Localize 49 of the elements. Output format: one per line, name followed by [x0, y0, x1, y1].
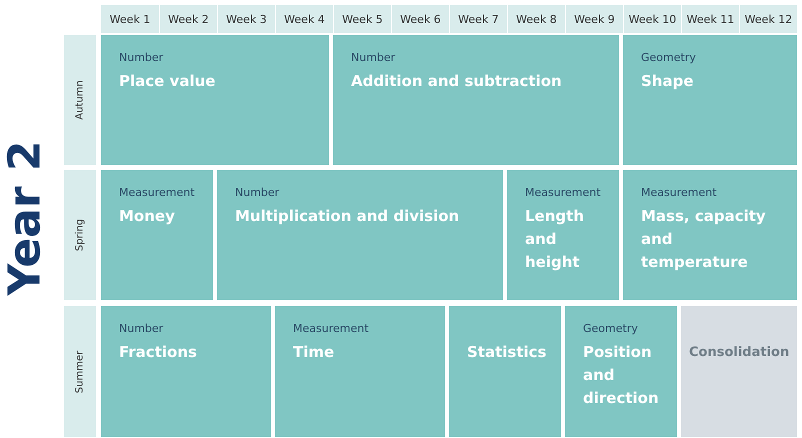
topic-block	[101, 170, 213, 300]
topic-block	[623, 35, 797, 165]
week-header: Week 5	[334, 5, 391, 33]
week-header: Week 9	[566, 5, 623, 33]
strand-label: Number	[235, 186, 280, 199]
term-label: Autumn	[74, 80, 86, 120]
strand-label: Measurement	[293, 322, 370, 335]
week-header: Week 12	[740, 5, 797, 33]
strand-label: Geometry	[641, 51, 697, 64]
week-header: Week 10	[624, 5, 681, 33]
topic-block	[623, 170, 797, 300]
week-header: Week 8	[508, 5, 565, 33]
week-header: Week 2	[160, 5, 217, 33]
term-label: Summer	[74, 350, 86, 393]
strand-label: Measurement	[525, 186, 601, 199]
topic-name: Money	[119, 206, 176, 227]
topic-name: Position and direction	[583, 342, 659, 409]
strand-label: Number	[119, 322, 164, 335]
topic-name: Mass, capacity and temperature	[641, 206, 767, 273]
topic-block	[449, 306, 561, 437]
topic-name: Consolidation	[689, 344, 789, 362]
topic-name: Fractions	[119, 342, 198, 363]
topic-block	[507, 170, 619, 300]
topic-block	[333, 35, 619, 165]
week-header: Week 1	[101, 5, 159, 33]
topic-block	[101, 35, 329, 165]
week-header: Week 4	[276, 5, 333, 33]
strand-label: Measurement	[119, 186, 195, 199]
topic-name: Multiplication and division	[235, 206, 460, 227]
topic-name: Addition and subtraction	[351, 71, 563, 92]
strand-label: Measurement	[641, 186, 718, 199]
term-label: Spring	[74, 218, 86, 252]
strand-label: Geometry	[583, 322, 639, 335]
strand-label: Number	[119, 51, 164, 64]
week-header: Week 3	[218, 5, 275, 33]
topic-block	[681, 306, 797, 437]
topic-name: Place value	[119, 71, 216, 92]
topic-name: Time	[293, 342, 336, 363]
topic-block	[565, 306, 677, 437]
topic-block	[275, 306, 445, 437]
page-title: Year 2	[0, 146, 50, 296]
topic-block	[217, 170, 503, 300]
topic-name: Shape	[641, 71, 695, 92]
topic-name: Length and height	[525, 206, 585, 273]
topic-block	[101, 306, 271, 437]
week-header: Week 11	[682, 5, 739, 33]
week-header: Week 6	[392, 5, 449, 33]
week-header: Week 7	[450, 5, 507, 33]
strand-label: Number	[351, 51, 396, 64]
